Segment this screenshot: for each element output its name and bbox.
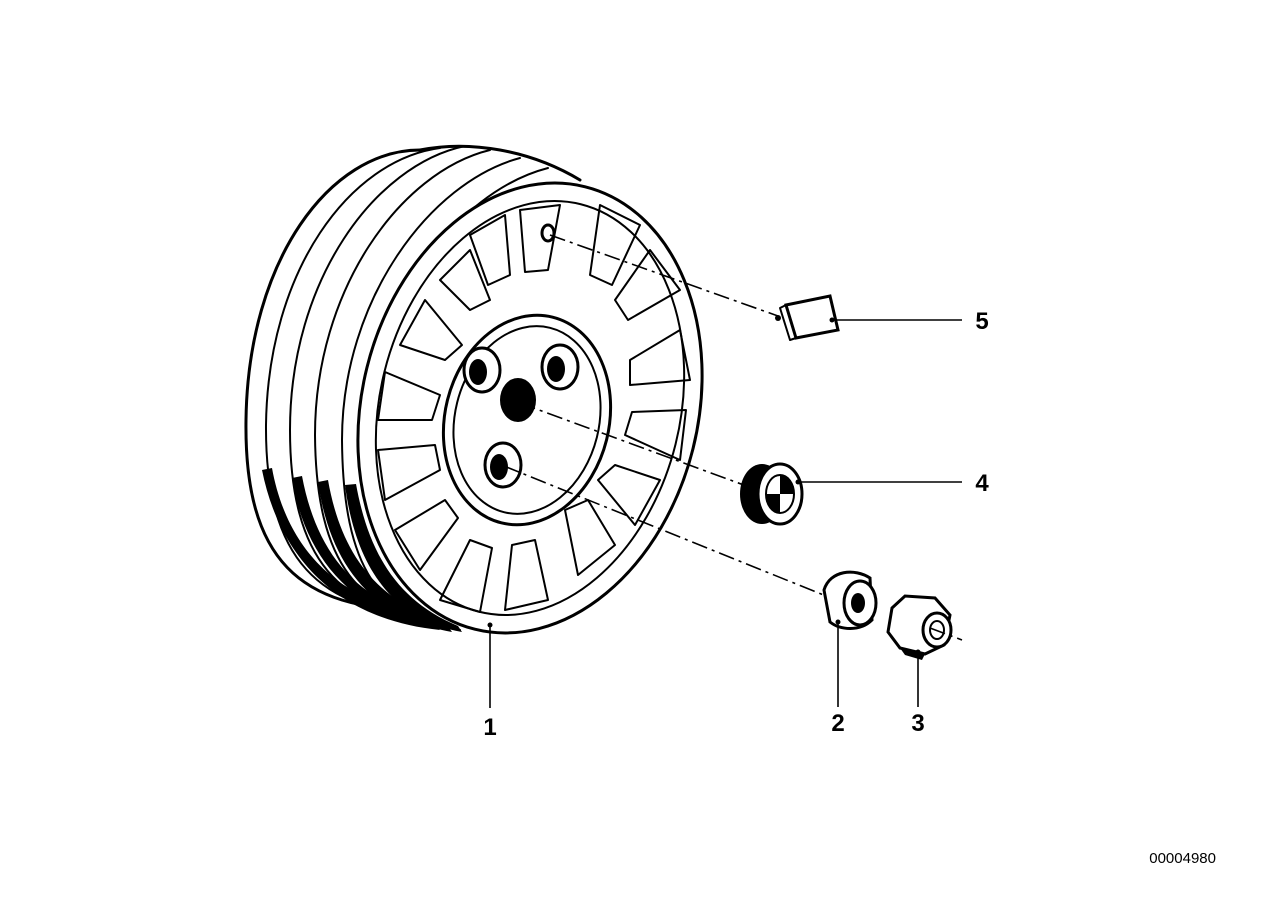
rim — [356, 181, 704, 635]
part-5-valve-cap — [775, 294, 840, 341]
bolt-holes — [462, 343, 580, 489]
part-3-wheel-nut — [886, 594, 953, 660]
callout-2: 2 — [831, 710, 844, 737]
center-bore — [500, 378, 536, 422]
rim-spokes — [377, 204, 691, 613]
part-2-sleeve — [822, 570, 878, 630]
callout-1: 1 — [483, 714, 496, 741]
document-id: 00004980 — [1149, 850, 1216, 867]
assembly-lines — [503, 234, 963, 641]
leader-lines — [487, 317, 962, 708]
callout-4: 4 — [975, 470, 989, 497]
callout-5: 5 — [975, 308, 988, 335]
valve-hole — [540, 223, 556, 243]
part-4-hub-cap — [740, 462, 804, 526]
callout-3: 3 — [911, 710, 924, 737]
